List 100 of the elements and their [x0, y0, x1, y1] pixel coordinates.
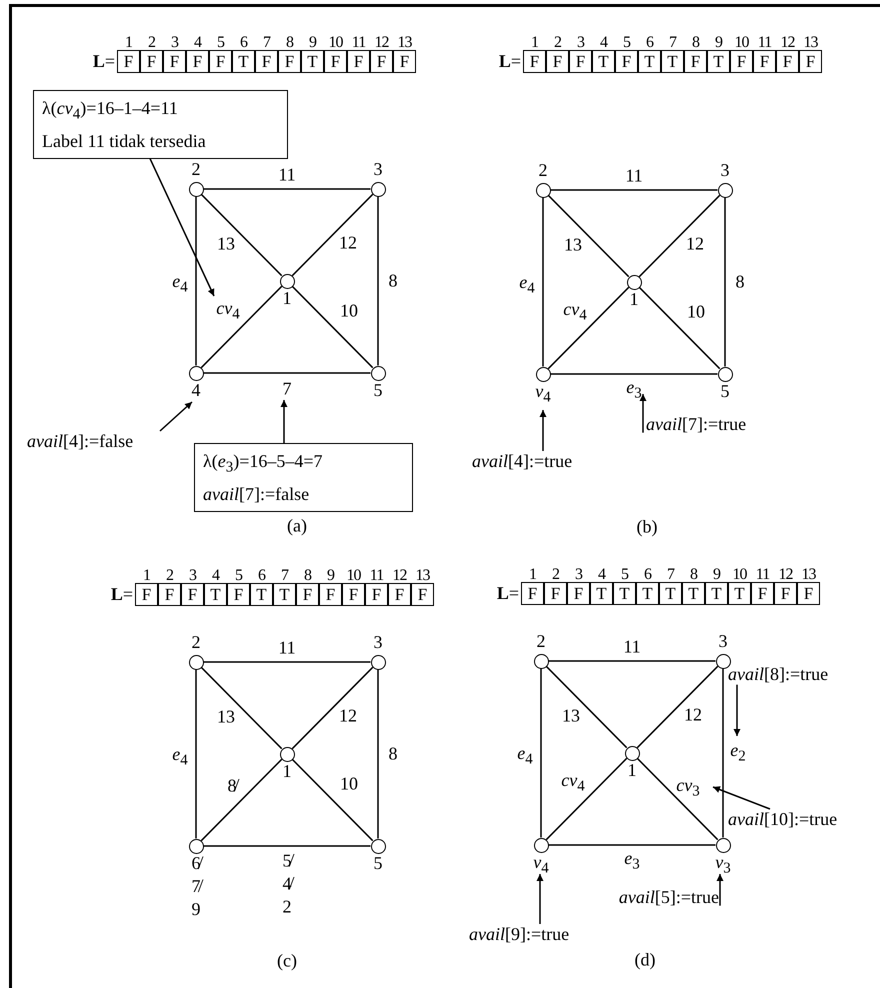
graph-edge — [292, 666, 374, 750]
array-cell: F — [227, 583, 250, 606]
vertex-circle — [536, 182, 550, 198]
edge-label: 12 — [339, 706, 357, 726]
array-cell: T — [590, 582, 613, 605]
array-cell: T — [301, 50, 324, 73]
array-label: L= — [92, 51, 115, 72]
arrow — [540, 410, 546, 451]
arrow — [149, 158, 215, 296]
array-cell: T — [661, 50, 684, 73]
array-label: L= — [496, 583, 519, 604]
graph-edge — [722, 668, 724, 838]
vertex-circle — [716, 654, 730, 668]
array-cell: F — [319, 583, 342, 606]
annotation-text: avail[4]:=false — [27, 431, 134, 452]
graph-edge — [724, 198, 726, 366]
index-number: 12 — [780, 35, 796, 51]
index-number: 9 — [714, 35, 724, 51]
index-number: 6 — [239, 35, 248, 51]
callout-box — [194, 443, 413, 512]
edge-label: e$_{3}$ — [624, 848, 640, 874]
index-number: 11 — [368, 568, 384, 584]
edge-label: 10 — [687, 302, 705, 322]
index-number: 10 — [734, 35, 750, 51]
array-label: L= — [110, 584, 133, 605]
panel-caption: (d) — [634, 950, 656, 970]
array-cell: T — [232, 50, 255, 73]
edge-label: e$_{2}$ — [730, 740, 746, 766]
vertex-circle — [536, 366, 550, 382]
index-number: 11 — [756, 35, 772, 51]
index-number: 7 — [280, 568, 290, 584]
graph-edge — [200, 758, 282, 842]
array-cell: F — [684, 50, 707, 73]
edge-label: cv$_{4}$ — [563, 299, 587, 325]
array-cell: F — [365, 583, 388, 606]
index-number: 4 — [599, 35, 608, 51]
array-cell: F — [411, 583, 434, 606]
array-cell: F — [296, 583, 319, 606]
index-number: 11 — [350, 35, 366, 51]
array-cell: F — [370, 50, 393, 73]
vertex-label: 5 — [374, 852, 382, 875]
index-number: 8 — [691, 35, 700, 51]
array-cell: F — [521, 582, 544, 605]
graph-edge — [540, 668, 542, 838]
edge-label: 10 — [340, 300, 358, 322]
edge-label: e$_{4}$ — [172, 744, 188, 770]
array-cell: F — [523, 50, 546, 73]
vertex-label: 2 — [192, 158, 200, 181]
index-number: 9 — [712, 567, 722, 583]
arrow — [280, 400, 288, 443]
index-number: 2 — [551, 567, 560, 583]
array-cell: F — [753, 50, 776, 73]
annotation-text: avail[10]:=true — [728, 809, 838, 830]
annotation-text: avail[9]:=true — [469, 924, 570, 945]
index-number: 9 — [308, 35, 318, 51]
array-cell: F — [347, 50, 370, 73]
vertex-label: 2 — [538, 159, 548, 182]
index-number: 1 — [528, 567, 537, 583]
vertex-label: 9 — [192, 898, 200, 921]
edge-label: 13 — [564, 234, 582, 256]
index-number: 7 — [666, 567, 676, 583]
array-cell: T — [613, 582, 636, 605]
edge-label: 12 — [686, 234, 704, 254]
vertex-label: 4 — [192, 379, 200, 402]
vertex-label: 1 — [628, 759, 636, 782]
vertex-circle — [624, 746, 640, 760]
vertex-label: 3 — [374, 631, 382, 654]
array-cell: T — [250, 583, 273, 606]
edge-label: cv$_{4}$ — [561, 770, 585, 796]
callout-text: avail[7]:=false — [203, 482, 310, 506]
graph-edge — [548, 844, 716, 846]
graph-edge — [204, 845, 370, 847]
array-cell: F — [278, 50, 301, 73]
index-number: 6 — [257, 568, 266, 584]
vertex-circle — [718, 366, 732, 382]
vertex-label: 1 — [282, 287, 292, 310]
graph-edge — [200, 194, 282, 276]
index-number: 8 — [303, 568, 312, 584]
vertex-label: 1 — [630, 288, 638, 311]
graph-edge — [546, 666, 628, 748]
array-cell: T — [638, 50, 661, 73]
index-number: 10 — [732, 567, 748, 583]
vertex-label: 5 — [720, 380, 730, 403]
index-number: 8 — [285, 35, 294, 51]
index-number: 12 — [392, 568, 408, 584]
callout-text: λ(e$_{3}$)=16–5–4=7 — [203, 450, 324, 478]
vertex-circle — [188, 182, 204, 196]
graph-edge — [638, 286, 720, 370]
vertex-label: 3 — [720, 159, 730, 182]
index-number: 6 — [643, 567, 652, 583]
index-number: 7 — [262, 35, 272, 51]
index-number: 8 — [689, 567, 698, 583]
vertex-circle — [534, 838, 548, 852]
vertex-circle — [370, 182, 386, 196]
vertex-circle — [188, 366, 204, 380]
graph-edge — [204, 372, 370, 374]
graph-edge — [200, 666, 282, 750]
edge-label: 12 — [684, 704, 702, 726]
graph-edge — [195, 670, 197, 838]
graph-edge — [204, 188, 370, 190]
